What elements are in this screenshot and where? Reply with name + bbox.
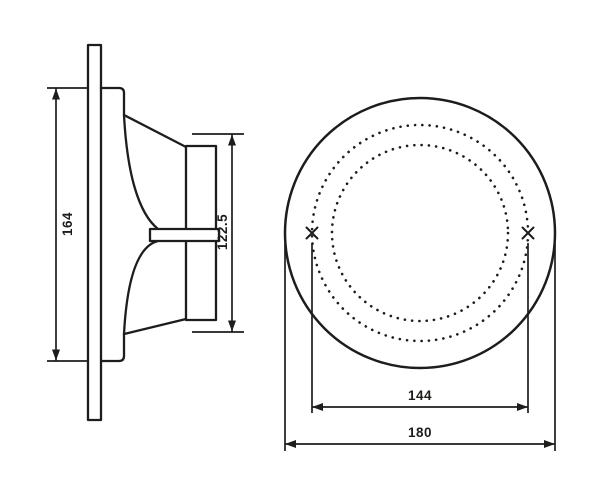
outer-diameter-dimension-label: 180	[408, 425, 432, 440]
dimension-overall-height: 164	[47, 87, 87, 362]
hole-marker-left-cross	[305, 226, 319, 240]
terminal-bar	[148, 227, 221, 243]
speaker-rim-bottom	[99, 332, 126, 363]
cutout-circle-dotted	[330, 143, 510, 323]
basket-edge-bottom	[122, 317, 188, 336]
dimension-overall-diameter: 180	[284, 244, 556, 451]
side-view	[86, 43, 221, 422]
bolt-circle-dotted	[310, 123, 530, 343]
basket-edge-top	[122, 113, 188, 149]
side-height-dimension-label: 164	[60, 212, 75, 236]
front-view	[283, 96, 557, 370]
ceiling-panel	[86, 43, 103, 422]
dimension-bolt-spacing: 144	[311, 243, 529, 413]
outer-trim-circle	[283, 96, 557, 370]
bolt-spacing-dimension-label: 144	[408, 388, 432, 403]
hole-marker-right-cross	[521, 226, 535, 240]
cross-stroke	[305, 226, 319, 240]
speaker-rim-top	[99, 86, 126, 117]
cone-profile-top	[122, 113, 160, 231]
dimension-body-height: 122.5	[192, 133, 244, 333]
cross-stroke	[521, 226, 535, 240]
cone-profile-bottom	[122, 239, 160, 336]
side-depth-dimension-label: 122.5	[215, 214, 230, 250]
